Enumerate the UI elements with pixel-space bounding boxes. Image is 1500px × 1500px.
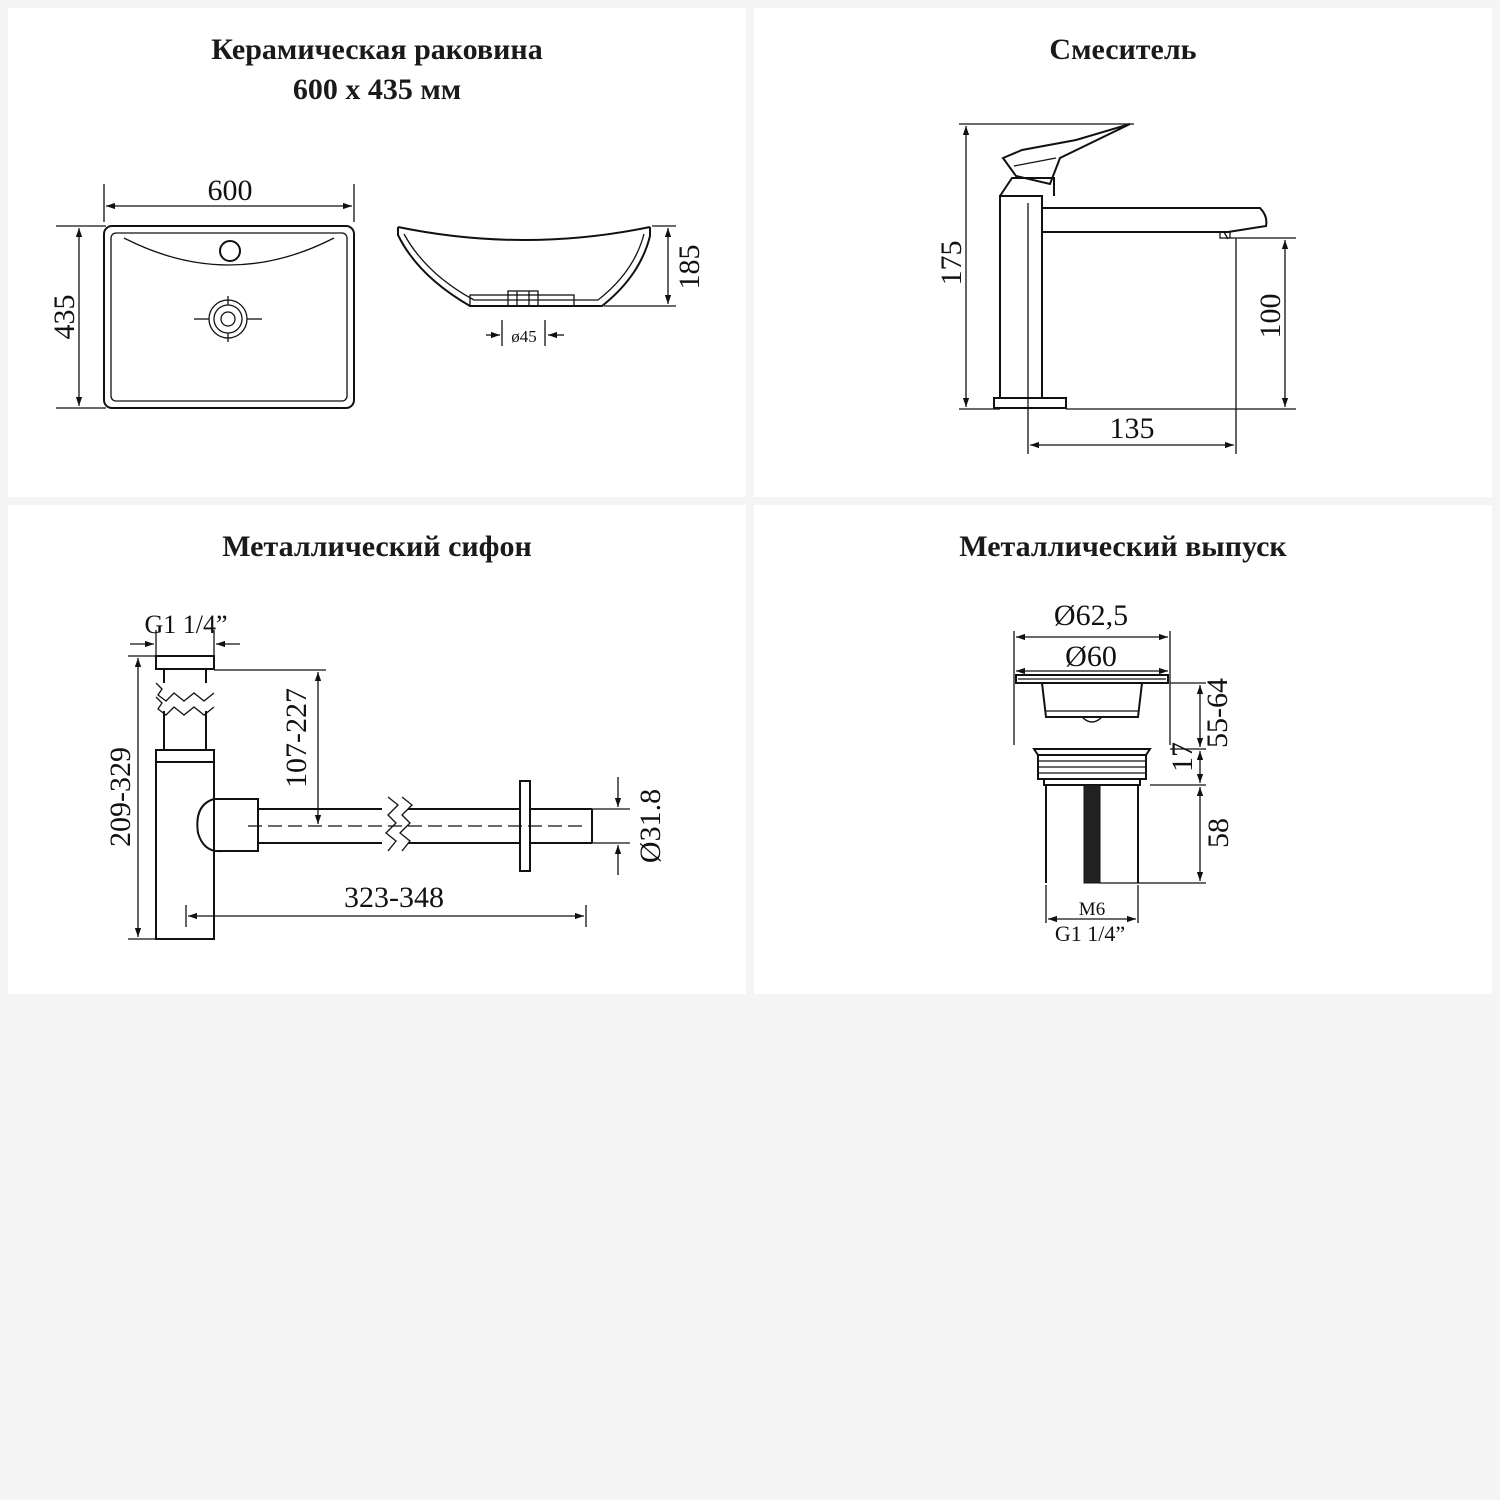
faucet-panel: Смеситель 175 100: [754, 8, 1492, 497]
basin-title-line1: Керамическая раковина: [211, 33, 543, 66]
drain-hole-icon: [194, 296, 262, 342]
drain-diameter-label: ø45: [511, 327, 537, 346]
faucet-height-label: 175: [935, 241, 968, 286]
basin-panel: Керамическая раковина 600 х 435 мм 600 4…: [8, 8, 746, 497]
siphon-panel: Металлический сифон G1 1/4” 209-329: [8, 505, 746, 994]
basin-height-label: 185: [673, 245, 706, 290]
drain-title: Металлический выпуск: [959, 530, 1287, 563]
drain-tail-label: 58: [1202, 818, 1235, 848]
basin-width-label: 600: [208, 174, 253, 207]
basin-title-line2: 600 х 435 мм: [292, 73, 462, 106]
siphon-length-label: 323-348: [344, 881, 444, 914]
faucet-reach-label: 135: [1110, 412, 1155, 445]
faucet-body: [993, 123, 1268, 409]
faucet-drawing: 175 100 135: [935, 123, 1296, 454]
basin-depth-label: 435: [48, 295, 81, 340]
siphon-height-label: 209-329: [104, 747, 137, 847]
basin-drawing: 600 435: [48, 174, 706, 409]
drain-panel: Металлический выпуск Ø62,5 Ø60: [754, 505, 1492, 994]
faucet-hole-icon: [219, 240, 241, 262]
spout-height-label: 100: [1254, 294, 1287, 339]
drain-rod-label: M6: [1079, 899, 1105, 920]
faucet-title: Смеситель: [1049, 33, 1197, 66]
siphon-drawing: G1 1/4” 209-329: [104, 610, 667, 940]
drain-thread-label: G1 1/4”: [1055, 921, 1125, 946]
siphon-body: [155, 655, 593, 940]
basin-title: Керамическая раковина 600 х 435 мм: [8, 30, 746, 110]
drain-body-height-label: 55-64: [1201, 678, 1234, 748]
drain-body: [1015, 674, 1169, 884]
siphon-thread-label: G1 1/4”: [144, 610, 227, 639]
drain-outer-diameter-label: Ø62,5: [1054, 599, 1128, 632]
drain-rod: [1083, 784, 1101, 884]
basin-top-view: [103, 225, 355, 409]
siphon-title: Металлический сифон: [222, 530, 532, 563]
drain-inner-diameter-label: Ø60: [1065, 640, 1117, 673]
siphon-inlet-label: 107-227: [280, 688, 313, 788]
basin-side-view: [397, 226, 651, 307]
drain-flange-label: 17: [1166, 742, 1199, 772]
siphon-pipe-diameter-label: Ø31.8: [634, 789, 667, 863]
drain-drawing: Ø62,5 Ø60 55-64: [1013, 599, 1235, 946]
